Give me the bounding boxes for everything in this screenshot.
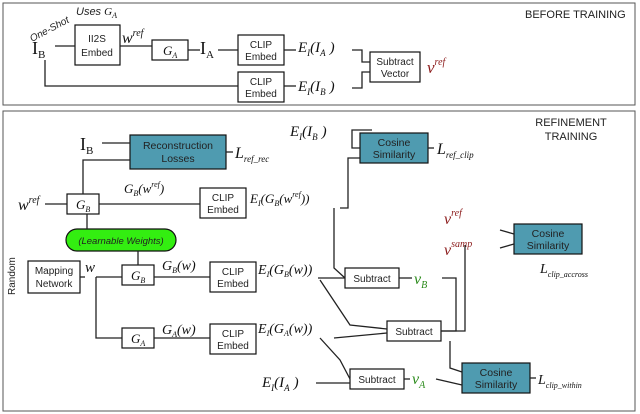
before-training-panel	[2, 2, 636, 106]
mapping-label: Mapping	[35, 266, 73, 277]
training-title: TRAINING	[545, 131, 598, 143]
uses-ga-label: Uses GA	[76, 6, 117, 20]
wire	[499, 229, 515, 235]
va-label: vA	[412, 371, 426, 391]
wire	[333, 208, 346, 279]
ga-label: GA	[163, 43, 177, 60]
refinement-title: REFINEMENT	[535, 117, 607, 129]
wire	[352, 49, 370, 63]
similarity-label: Similarity	[373, 149, 416, 161]
vsamp-label: vsamp	[444, 239, 472, 259]
clip-label: CLIP	[212, 193, 235, 204]
clip-embed-top-a	[237, 34, 285, 66]
ga-box-label: GA	[131, 331, 145, 348]
wire	[82, 159, 130, 194]
embed-label: Embed	[207, 205, 239, 216]
vref-bottom-label: vref	[444, 208, 463, 228]
l-ref-rec-label: Lref_rec	[234, 145, 269, 164]
w-label: w	[85, 260, 95, 276]
gb-label: GB	[76, 197, 90, 214]
ei-gb-w-label: EI(GB(w))	[257, 263, 313, 279]
wref-bottom-label: wref	[18, 195, 41, 214]
wire	[449, 341, 463, 373]
ia-label: IA	[200, 38, 214, 61]
embed-label: Embed	[81, 48, 113, 59]
gb-w-label: GB(w)	[162, 259, 196, 275]
reconstruction-label: Reconstruction	[143, 140, 213, 152]
random-label: Random	[7, 257, 18, 295]
cosine-similarity-ref-clip	[359, 132, 429, 164]
learnable-weights-pill	[65, 228, 177, 252]
ii2s-embed-box	[74, 24, 121, 66]
losses-label: Losses	[161, 153, 194, 165]
ii2s-label: II2S	[88, 34, 106, 45]
embed-label: Embed	[217, 279, 249, 290]
refinement-training-panel	[2, 110, 636, 412]
network-label: Network	[36, 279, 74, 290]
subtract-label: Subtract	[353, 274, 390, 285]
clip-label: CLIP	[222, 267, 245, 278]
wire	[441, 245, 466, 332]
clip-embed-ga	[209, 323, 257, 355]
wire	[340, 157, 360, 209]
ei-ib-bottom-label: EI(IB)	[289, 124, 327, 142]
clip-label: CLIP	[250, 77, 273, 88]
clip-label: CLIP	[250, 40, 273, 51]
embed-label: Embed	[245, 89, 277, 100]
wire	[499, 243, 515, 249]
embed-label: Embed	[217, 341, 249, 352]
ei-ia-label: EI(IA)	[297, 40, 335, 58]
before-training-title: BEFORE TRAINING	[525, 9, 626, 21]
learnable-weights-label: (Learnable Weights)	[78, 236, 163, 247]
ei-ga-w-label: EI(GA(w))	[257, 322, 313, 338]
l-clip-within-label: Lclip_within	[537, 373, 582, 390]
vb-label: vB	[414, 271, 427, 291]
similarity-label: Similarity	[475, 379, 518, 391]
cosine-similarity-across	[513, 223, 583, 255]
subtract-label: Subtract	[376, 57, 413, 68]
clip-embed-gb	[209, 261, 257, 293]
ib-label: IB	[32, 38, 45, 61]
cosine-label: Cosine	[378, 137, 411, 149]
subtract-vector-box	[369, 51, 421, 83]
wire	[441, 277, 457, 332]
mapping-network-box	[27, 260, 81, 294]
embed-label: Embed	[245, 52, 277, 63]
wire	[319, 337, 351, 380]
wire	[351, 129, 372, 149]
ei-ib-label: EI(IB)	[297, 79, 335, 97]
reconstruction-losses-box	[129, 134, 227, 170]
cosine-label: Cosine	[532, 228, 565, 240]
subtract-label: Subtract	[358, 375, 395, 386]
wire	[95, 277, 122, 339]
vector-label: Vector	[381, 69, 410, 80]
clip-label: CLIP	[222, 329, 245, 340]
ib-bottom-label: IB	[80, 134, 93, 157]
l-clip-across-label: Lclip_accross	[539, 262, 588, 279]
wref-label: wref	[122, 28, 145, 47]
subtract-label: Subtract	[395, 327, 432, 338]
gb-w-box-label: GB	[131, 268, 145, 285]
cosine-similarity-within	[461, 362, 531, 394]
wire	[333, 332, 388, 339]
ei-gb-wref-label: EI(GB(wref))	[249, 190, 310, 208]
gb-wref-label: GB(wref)	[124, 180, 164, 198]
clip-embed-wref	[199, 187, 247, 219]
ga-w-label: GA(w)	[162, 323, 196, 339]
wire	[435, 378, 463, 386]
cosine-label: Cosine	[480, 367, 513, 379]
wire	[44, 60, 238, 87]
ei-ia-bottom-label: EI(IA)	[261, 375, 299, 393]
l-ref-clip-label: Lref_clip	[436, 141, 474, 160]
wire	[352, 71, 370, 89]
wire	[319, 279, 388, 330]
similarity-label: Similarity	[527, 240, 570, 252]
clip-embed-top-b	[237, 71, 285, 103]
vref-top-label: vref	[427, 57, 447, 77]
